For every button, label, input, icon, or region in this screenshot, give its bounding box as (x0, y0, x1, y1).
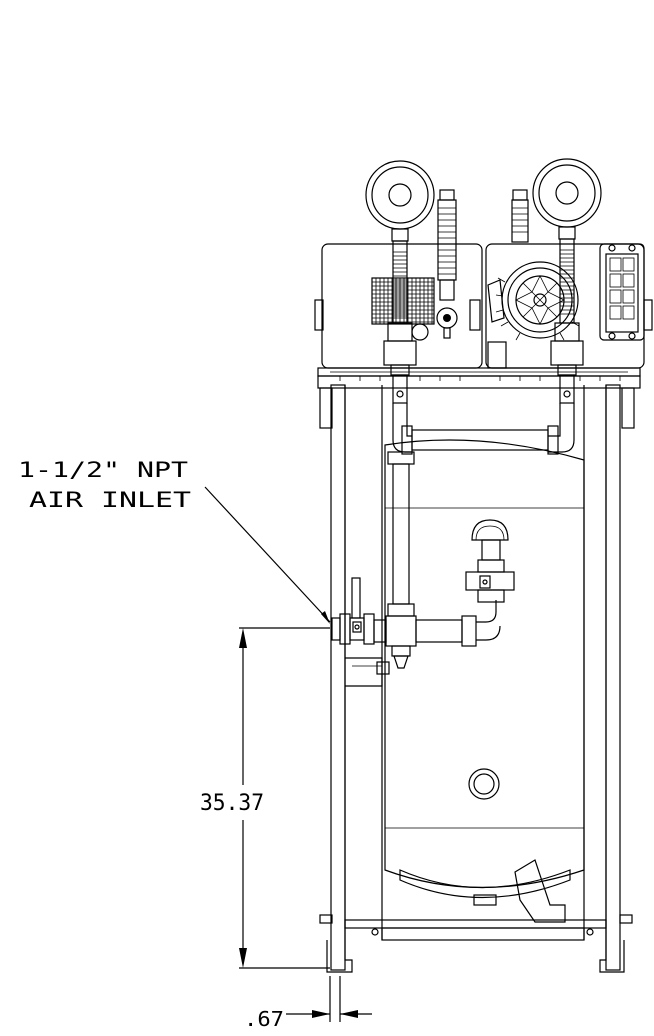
receiver-tank (384, 439, 585, 923)
right-motor-block (485, 243, 653, 369)
height-dimension (239, 627, 330, 969)
offset-dimension-value: .67 (244, 1007, 284, 1031)
offset-dimension (286, 976, 372, 1022)
left-grill-pattern (372, 278, 434, 324)
inlet-tee-assembly (373, 519, 515, 675)
left-riser-pipe (383, 240, 417, 404)
stand-frame (319, 384, 633, 973)
right-pressure-gauge (532, 158, 602, 240)
air-inlet-ball-valve (331, 577, 383, 687)
left-relief-valve (436, 189, 458, 339)
air-inlet-label-line2: AIR INLET (29, 488, 191, 512)
right-relief-valve (511, 189, 529, 243)
left-pressure-gauge (365, 160, 435, 242)
base-plate (317, 367, 641, 429)
right-riser-pipe (550, 238, 584, 404)
air-inlet-leader (204, 486, 331, 624)
fan-blades (515, 275, 565, 325)
discharge-manifold (387, 403, 575, 617)
height-dimension-value: 35.37 (200, 791, 264, 816)
left-pump-block (314, 243, 483, 369)
air-inlet-label-line1: 1-1/2" NPT (18, 458, 188, 482)
